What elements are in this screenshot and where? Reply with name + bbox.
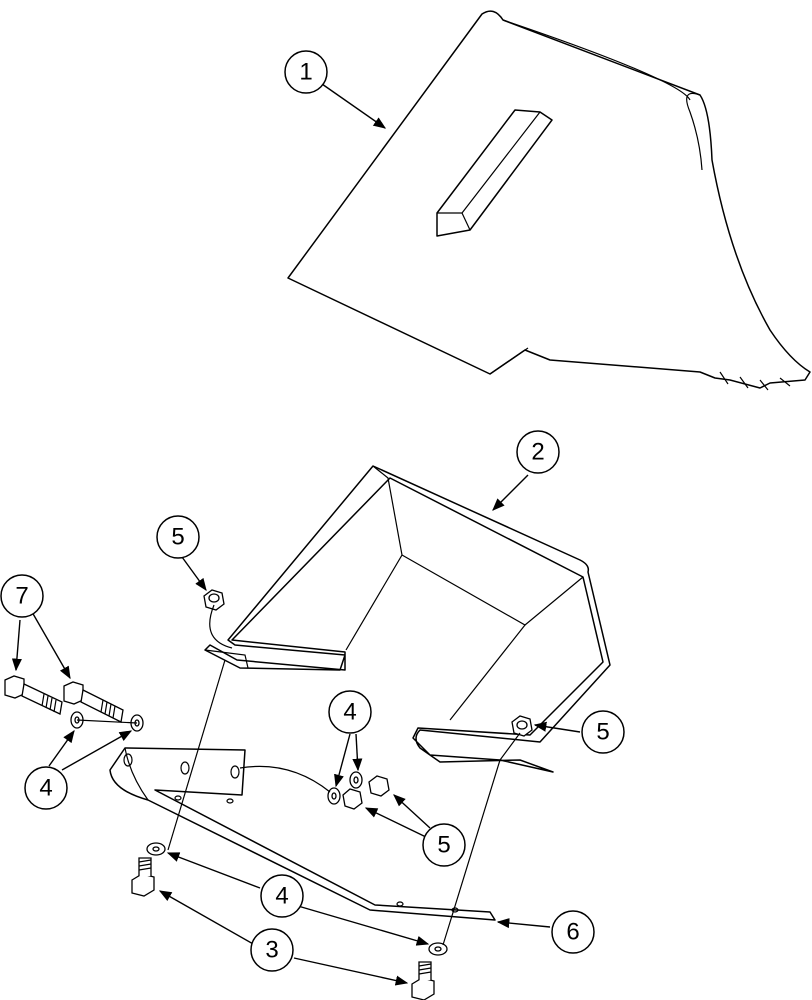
bolt-left-a [4,675,63,715]
callout-7-label: 7 [15,583,28,610]
callout-5-right-label: 5 [596,719,609,746]
callout-4-left: 4 [24,766,68,810]
callout-5-lower: 5 [422,823,466,867]
part-1-wedge-shield [287,10,811,391]
leader-lines [11,83,581,986]
washer-mid-b [349,771,363,789]
assembly-guide-lines [76,604,521,946]
callout-5-top-left-label: 5 [171,524,184,551]
callout-6: 6 [551,910,595,954]
callout-7: 7 [0,574,44,618]
callout-4-middle: 4 [328,690,372,734]
washer-bottom-left [146,842,166,856]
callout-4-middle-label: 4 [343,699,356,726]
part-2-channel-bracket [204,465,611,773]
callout-5-right: 5 [581,710,625,754]
callout-1-label: 1 [299,59,312,86]
callout-5-lower-label: 5 [437,832,450,859]
washer-bottom-right [428,942,448,956]
hex-nut-mid-b [368,775,390,797]
hex-nut-right [511,715,533,737]
callout-6-label: 6 [566,919,579,946]
callout-2-label: 2 [531,439,544,466]
hex-nut-mid-a [342,788,363,810]
callout-2: 2 [516,430,560,474]
washer-mid-a [327,787,341,805]
callout-1: 1 [284,50,328,94]
callout-4-bottom: 4 [260,874,304,918]
callout-3: 3 [250,928,294,972]
hex-nut-top-left [203,589,225,611]
callout-3-label: 3 [265,937,278,964]
bolt-left-b [63,681,124,723]
part-6-mounting-plate [109,747,496,921]
callout-4-left-label: 4 [39,775,52,802]
bolt-bottom-right [411,961,435,1000]
wedge-slot [436,109,553,237]
bolt-bottom-left [131,857,155,897]
callout-5-top-left: 5 [156,515,200,559]
callout-4-bottom-label: 4 [275,883,288,910]
